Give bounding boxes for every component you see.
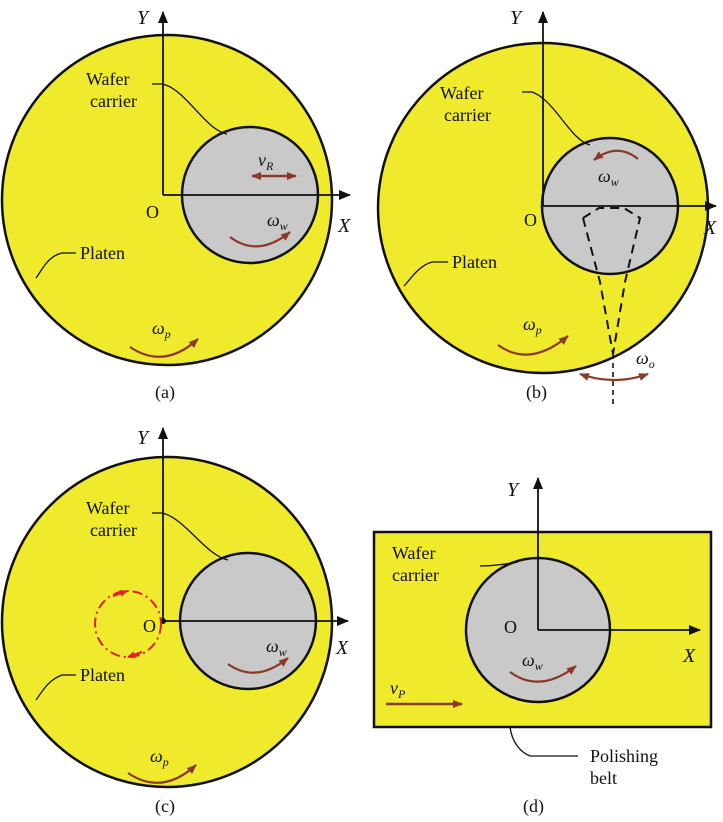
orbit-arrowhead-bottom [127,651,143,658]
vr-symbol: vR [258,150,274,173]
wafer-label-line1: Wafer [86,498,130,518]
platen-label: Platen [80,243,125,263]
y-axis-label: Y [137,7,150,29]
wafer-label-line2: carrier [392,565,439,585]
panel-a: Wafer carrier Platen O X Y vR ωw ωp (a) [0,7,351,403]
platen-label: Platen [452,252,497,272]
origin-label: O [143,616,156,636]
wafer-rotation-arrow [593,149,639,161]
omega-w-symbol: ωw [266,636,287,659]
platen-rotation-arrow [127,764,197,784]
belt-label-line2: belt [590,768,617,788]
oscillation-arrow [579,372,649,382]
platen-leader-line [35,674,76,701]
x-axis-label: X [682,645,696,667]
omega-w-symbol: ωw [598,166,619,189]
panel-caption: (d) [523,796,544,817]
platen-rotation-arrow [497,335,569,356]
x-axis-label: X [337,215,351,237]
panel-caption: (a) [155,382,175,403]
y-axis-label: Y [137,427,150,449]
oscillation-arm-outline [582,207,642,355]
platen-disc [0,33,334,367]
wafer-rotation-arrow [509,665,577,683]
platen-leader-line [35,252,76,279]
wafer-label-line1: Wafer [86,69,130,89]
panel-c: Wafer carrier Platen O X Y ωw ωp (c) [0,427,349,817]
omega-p-symbol: ωp [152,318,171,341]
panel-b: Wafer carrier Platen O X Y ωw ωp ωo (b) [376,7,717,406]
origin-label: O [504,617,517,637]
omega-w-symbol: ωw [522,650,543,673]
wafer-leader-line [152,83,228,135]
wafer-label-line2: carrier [90,91,137,111]
origin-label: O [524,210,537,230]
x-axis-label: X [335,637,349,659]
orbital-path [94,590,162,658]
wafer-leader-line [479,561,519,567]
platen-label: Platen [80,665,125,685]
omega-p-symbol: ωp [523,314,542,337]
wafer-label-line2: carrier [90,520,137,540]
x-axis-label: X [703,217,717,239]
wafer-rotation-arrow [229,231,291,248]
wafer-label-line2: carrier [444,105,491,125]
wafer-leader-line [152,512,229,561]
wafer-label-line1: Wafer [392,543,436,563]
platen-leader-line [403,261,448,287]
platen-rotation-arrow [129,338,199,358]
y-axis-label: Y [507,479,520,501]
wafer-rotation-arrow [227,657,289,674]
belt-leader-line [509,726,578,757]
omega-w-symbol: ωw [267,210,288,233]
wafer-label-line1: Wafer [440,83,484,103]
origin-label: O [146,202,159,222]
omega-p-symbol: ωp [150,746,169,769]
panel-caption: (c) [155,796,175,817]
panel-d: Wafer carrier Polishing belt O X Y ωw vP… [372,477,713,817]
y-axis-label: Y [510,7,523,29]
platen-disc [0,455,334,789]
panel-caption: (b) [526,382,547,403]
wafer-leader-line [522,91,591,146]
omega-o-symbol: ωo [636,348,655,371]
belt-label-line1: Polishing [590,746,658,766]
orbit-arrowhead-top [112,590,128,597]
vp-symbol: vP [390,678,406,701]
